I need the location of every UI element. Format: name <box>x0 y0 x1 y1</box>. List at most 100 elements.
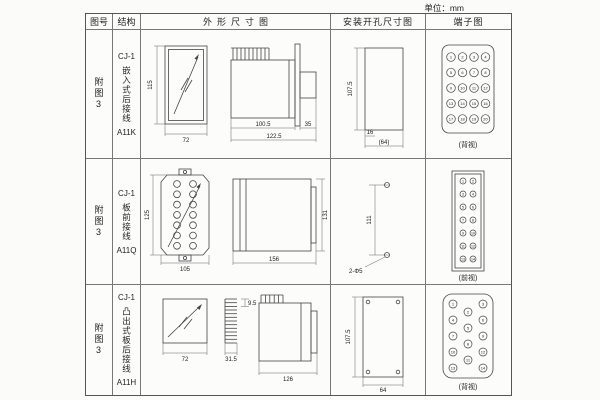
unit-label: 单位：mm <box>424 3 464 13</box>
a11k-front-dim-lines <box>154 45 208 136</box>
arrowhead <box>194 54 199 60</box>
terminal-circle <box>469 190 477 198</box>
a11h-side-view <box>258 294 318 362</box>
terminal-circle <box>469 83 479 93</box>
dim-cutout-width: 64 <box>380 388 387 394</box>
a11q-front-view <box>160 168 210 262</box>
terminal-number: 8 <box>467 341 470 346</box>
terminal-number: 8 <box>484 70 487 75</box>
terminal-circle <box>448 331 458 341</box>
a11h-front-view <box>162 298 208 344</box>
terminal-number: 10 <box>460 85 465 90</box>
mounting-hole <box>395 299 401 305</box>
terminal-number: 3 <box>462 192 464 196</box>
terminal-circle <box>469 98 479 109</box>
structure-desc: 板前接线 <box>121 202 132 241</box>
terminal-number: 18 <box>460 116 465 121</box>
terminal-number: 14 <box>471 257 475 261</box>
a11h-terminal-comb <box>224 298 237 344</box>
terminal-block <box>441 44 495 134</box>
terminal-circle <box>446 98 456 109</box>
terminal-circle <box>459 216 467 224</box>
terminal-number: 8 <box>472 218 474 222</box>
fig-no-label: 附图3 <box>93 77 104 111</box>
terminal-circle <box>480 67 491 78</box>
terminal-block-inner <box>454 173 482 269</box>
cutout-rect <box>364 47 404 131</box>
terminal-circle <box>459 203 467 211</box>
dim-hole-spacing: 111 <box>367 215 373 225</box>
terminal-circle <box>480 83 491 93</box>
terminal-circle <box>446 83 456 93</box>
terminal-circle <box>463 307 473 317</box>
terminal-number: 7 <box>452 333 455 338</box>
terminal-number: 1 <box>462 179 464 183</box>
a11q-side-dim-lines <box>232 178 325 265</box>
terminal-circle <box>480 98 491 109</box>
fig-no-label: 附图3 <box>93 204 104 239</box>
terminal-number: 11 <box>466 357 471 362</box>
dim-front-width: 105 <box>180 267 191 273</box>
outline-drawing-a11h: 72 <box>162 294 318 383</box>
terminal-number: 6 <box>472 205 474 209</box>
terminal-number: 6 <box>461 70 464 75</box>
header-outline: 外形尺寸图 <box>141 14 331 30</box>
outline-cell-2: 125 105 156 131 <box>141 159 331 285</box>
terminal-circle <box>469 52 479 62</box>
view-label: (前视) <box>459 273 478 282</box>
mounting-cell-3: 107.5 64 <box>331 285 426 395</box>
terminal-number: 5 <box>450 70 453 75</box>
terminal-circle <box>469 255 477 263</box>
dim-depth: 126 <box>283 377 294 383</box>
fig-no-cell-3: 附图3 <box>86 285 113 395</box>
a11h-mounting-dim-lines <box>352 296 404 387</box>
terminal-circle <box>448 363 458 373</box>
terminal-number: 11 <box>461 244 465 248</box>
terminal-circle <box>459 190 467 198</box>
terminal-circle <box>478 315 488 325</box>
terminal-block <box>451 170 485 272</box>
terminal-number: 3 <box>482 301 485 306</box>
hole-spec-label: 2-Φ5 <box>349 269 363 275</box>
terminal-circle <box>463 339 473 349</box>
terminal-circle <box>469 229 477 237</box>
terminal-circle <box>459 177 467 185</box>
terminal-circle <box>457 52 468 62</box>
terminal-number: 5 <box>462 205 464 209</box>
header-mounting: 安装开孔尺寸图 <box>331 14 426 30</box>
terminal-number: 13 <box>451 365 456 370</box>
fig-no-label: 附图3 <box>93 323 104 357</box>
terminal-circle <box>480 52 491 62</box>
view-label: (背视) <box>459 140 478 149</box>
fig-no-cell-2: 附图3 <box>86 159 113 285</box>
terminal-circle <box>463 355 473 365</box>
dim-side-height: 131 <box>323 209 329 220</box>
terminal-circle <box>446 114 456 124</box>
structure-desc: 嵌入式后接线 <box>121 65 132 123</box>
terminal-number: 6 <box>482 317 485 322</box>
mounting-cell-1: 107.5 16 (64) <box>331 30 426 159</box>
type-code: A11K <box>117 127 136 137</box>
terminal-number: 10 <box>451 349 456 354</box>
model-label: CJ-1 <box>118 188 135 198</box>
a11h-front-dim-lines <box>162 343 208 355</box>
terminal-number: 7 <box>473 70 476 75</box>
terminal-circle <box>469 216 477 224</box>
terminal-number: 2 <box>472 179 474 183</box>
dim-front-width: 72 <box>182 357 189 363</box>
structure-cell-1: CJ-1 嵌入式后接线 A11K <box>113 30 141 159</box>
a11q-front-dim-lines <box>150 174 210 265</box>
arrowhead <box>196 183 201 189</box>
view-label: (背视) <box>459 382 478 391</box>
mounting-hole <box>365 299 371 305</box>
mounting-hole <box>395 369 401 375</box>
terminal-number: 11 <box>472 85 477 90</box>
terminal-circle <box>469 242 477 250</box>
a11k-front-view <box>164 45 208 125</box>
terminal-circle <box>478 299 488 309</box>
terminal-number: 9 <box>462 231 464 235</box>
fig-no-cell-1: 附图3 <box>86 30 113 159</box>
